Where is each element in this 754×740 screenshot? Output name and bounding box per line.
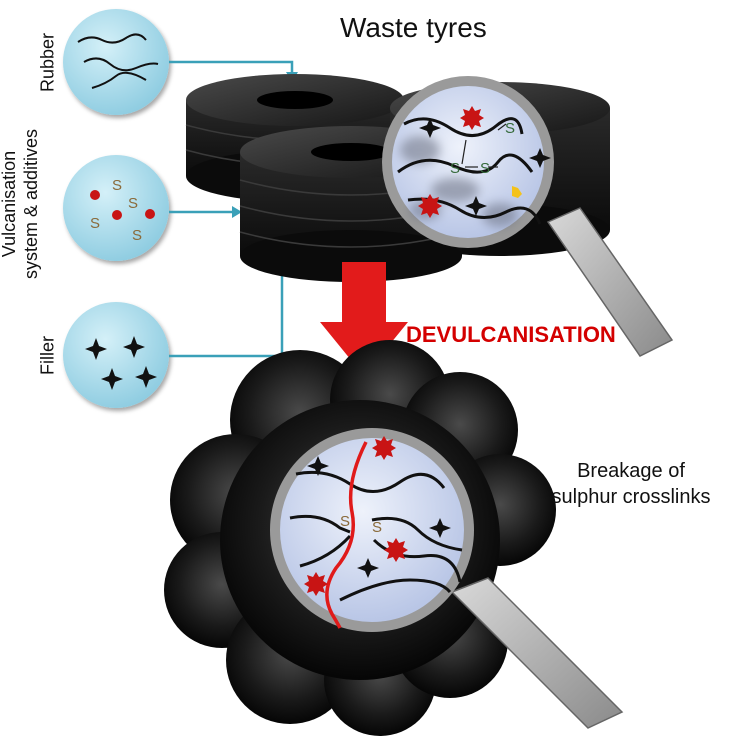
top-magnifier: S S S xyxy=(382,76,674,357)
rubber-label: Rubber xyxy=(37,32,58,93)
svg-text:S: S xyxy=(112,177,122,194)
svg-text:S: S xyxy=(132,227,142,244)
svg-text:S: S xyxy=(480,160,490,177)
bottom-magnifier: S S xyxy=(270,428,624,729)
svg-text:S: S xyxy=(90,215,100,232)
vulcanisation-bubble: S S S S xyxy=(63,155,169,261)
svg-text:S: S xyxy=(372,519,382,536)
result-label: Breakage of sulphur crosslinks xyxy=(520,458,742,510)
title: Waste tyres xyxy=(340,12,487,43)
result-label-line2: sulphur crosslinks xyxy=(551,486,711,508)
svg-text:S: S xyxy=(450,160,460,177)
vulcanisation-label-line2: system & additives xyxy=(21,128,41,280)
rubber-bubble xyxy=(63,9,169,115)
vulcanisation-label: Vulcanisation system & additives xyxy=(0,104,42,304)
filler-label: Filler xyxy=(37,336,58,375)
result-label-line1: Breakage of xyxy=(577,460,685,482)
process-label: DEVULCANISATION xyxy=(406,322,616,347)
svg-text:S: S xyxy=(505,120,515,137)
filler-bubble xyxy=(63,302,169,408)
vulcanisation-label-line1: Vulcanisation xyxy=(0,150,19,258)
svg-text:S: S xyxy=(128,195,138,212)
svg-text:S: S xyxy=(340,513,350,530)
